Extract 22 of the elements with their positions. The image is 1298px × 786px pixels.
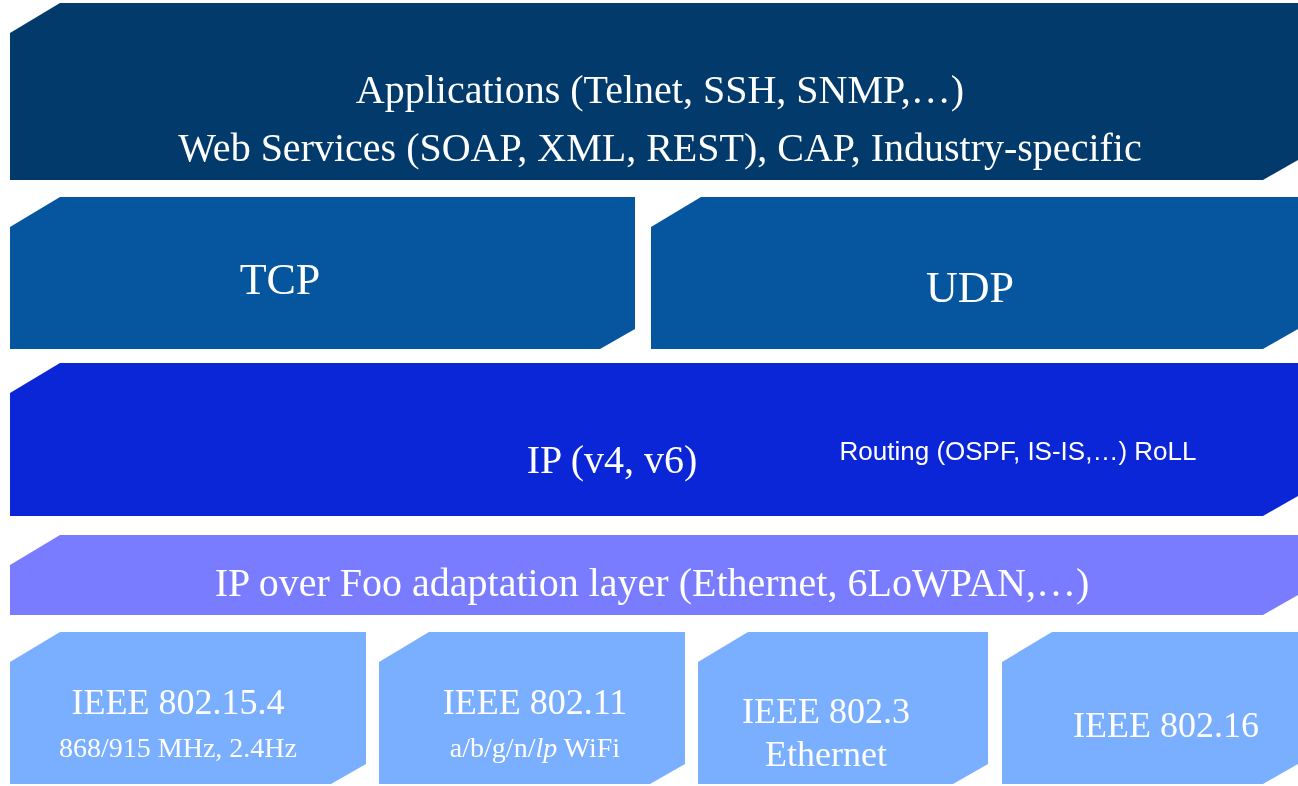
layer-block — [10, 535, 1298, 615]
layer-label: UDP — [926, 261, 1014, 314]
layer-label: IEEE 802.15.4 — [71, 681, 285, 725]
layer-block — [379, 632, 685, 784]
layer-label: Applications (Telnet, SSH, SNMP,…) — [355, 66, 965, 114]
layer-label: TCP — [239, 253, 321, 306]
layer-label: Routing (OSPF, IS-IS,…) RoLL — [838, 436, 1198, 468]
layer-label: IEEE 802.16 — [1073, 704, 1259, 748]
layer-block — [10, 632, 366, 784]
layer-label: Web Services (SOAP, XML, REST), CAP, Industry-specific — [178, 124, 1142, 172]
layer-label: IP over Foo adaptation layer (Ethernet, 6LoWPAN,…) — [214, 559, 1090, 607]
layer-block — [698, 632, 988, 784]
layer-label: IP (v4, v6) — [526, 436, 698, 484]
layer-block — [10, 197, 635, 349]
layer-label: 868/915 MHz, 2.4Hz — [59, 731, 297, 765]
layer-label: IEEE 802.3 Ethernet — [741, 689, 911, 776]
layer-block — [651, 197, 1298, 349]
layer-label: a/b/g/n/lp WiFi — [449, 731, 621, 765]
layer-label: IEEE 802.11 — [442, 681, 628, 725]
layer-block — [10, 3, 1298, 180]
layer-block — [1002, 632, 1298, 784]
layer-block — [10, 363, 1298, 516]
